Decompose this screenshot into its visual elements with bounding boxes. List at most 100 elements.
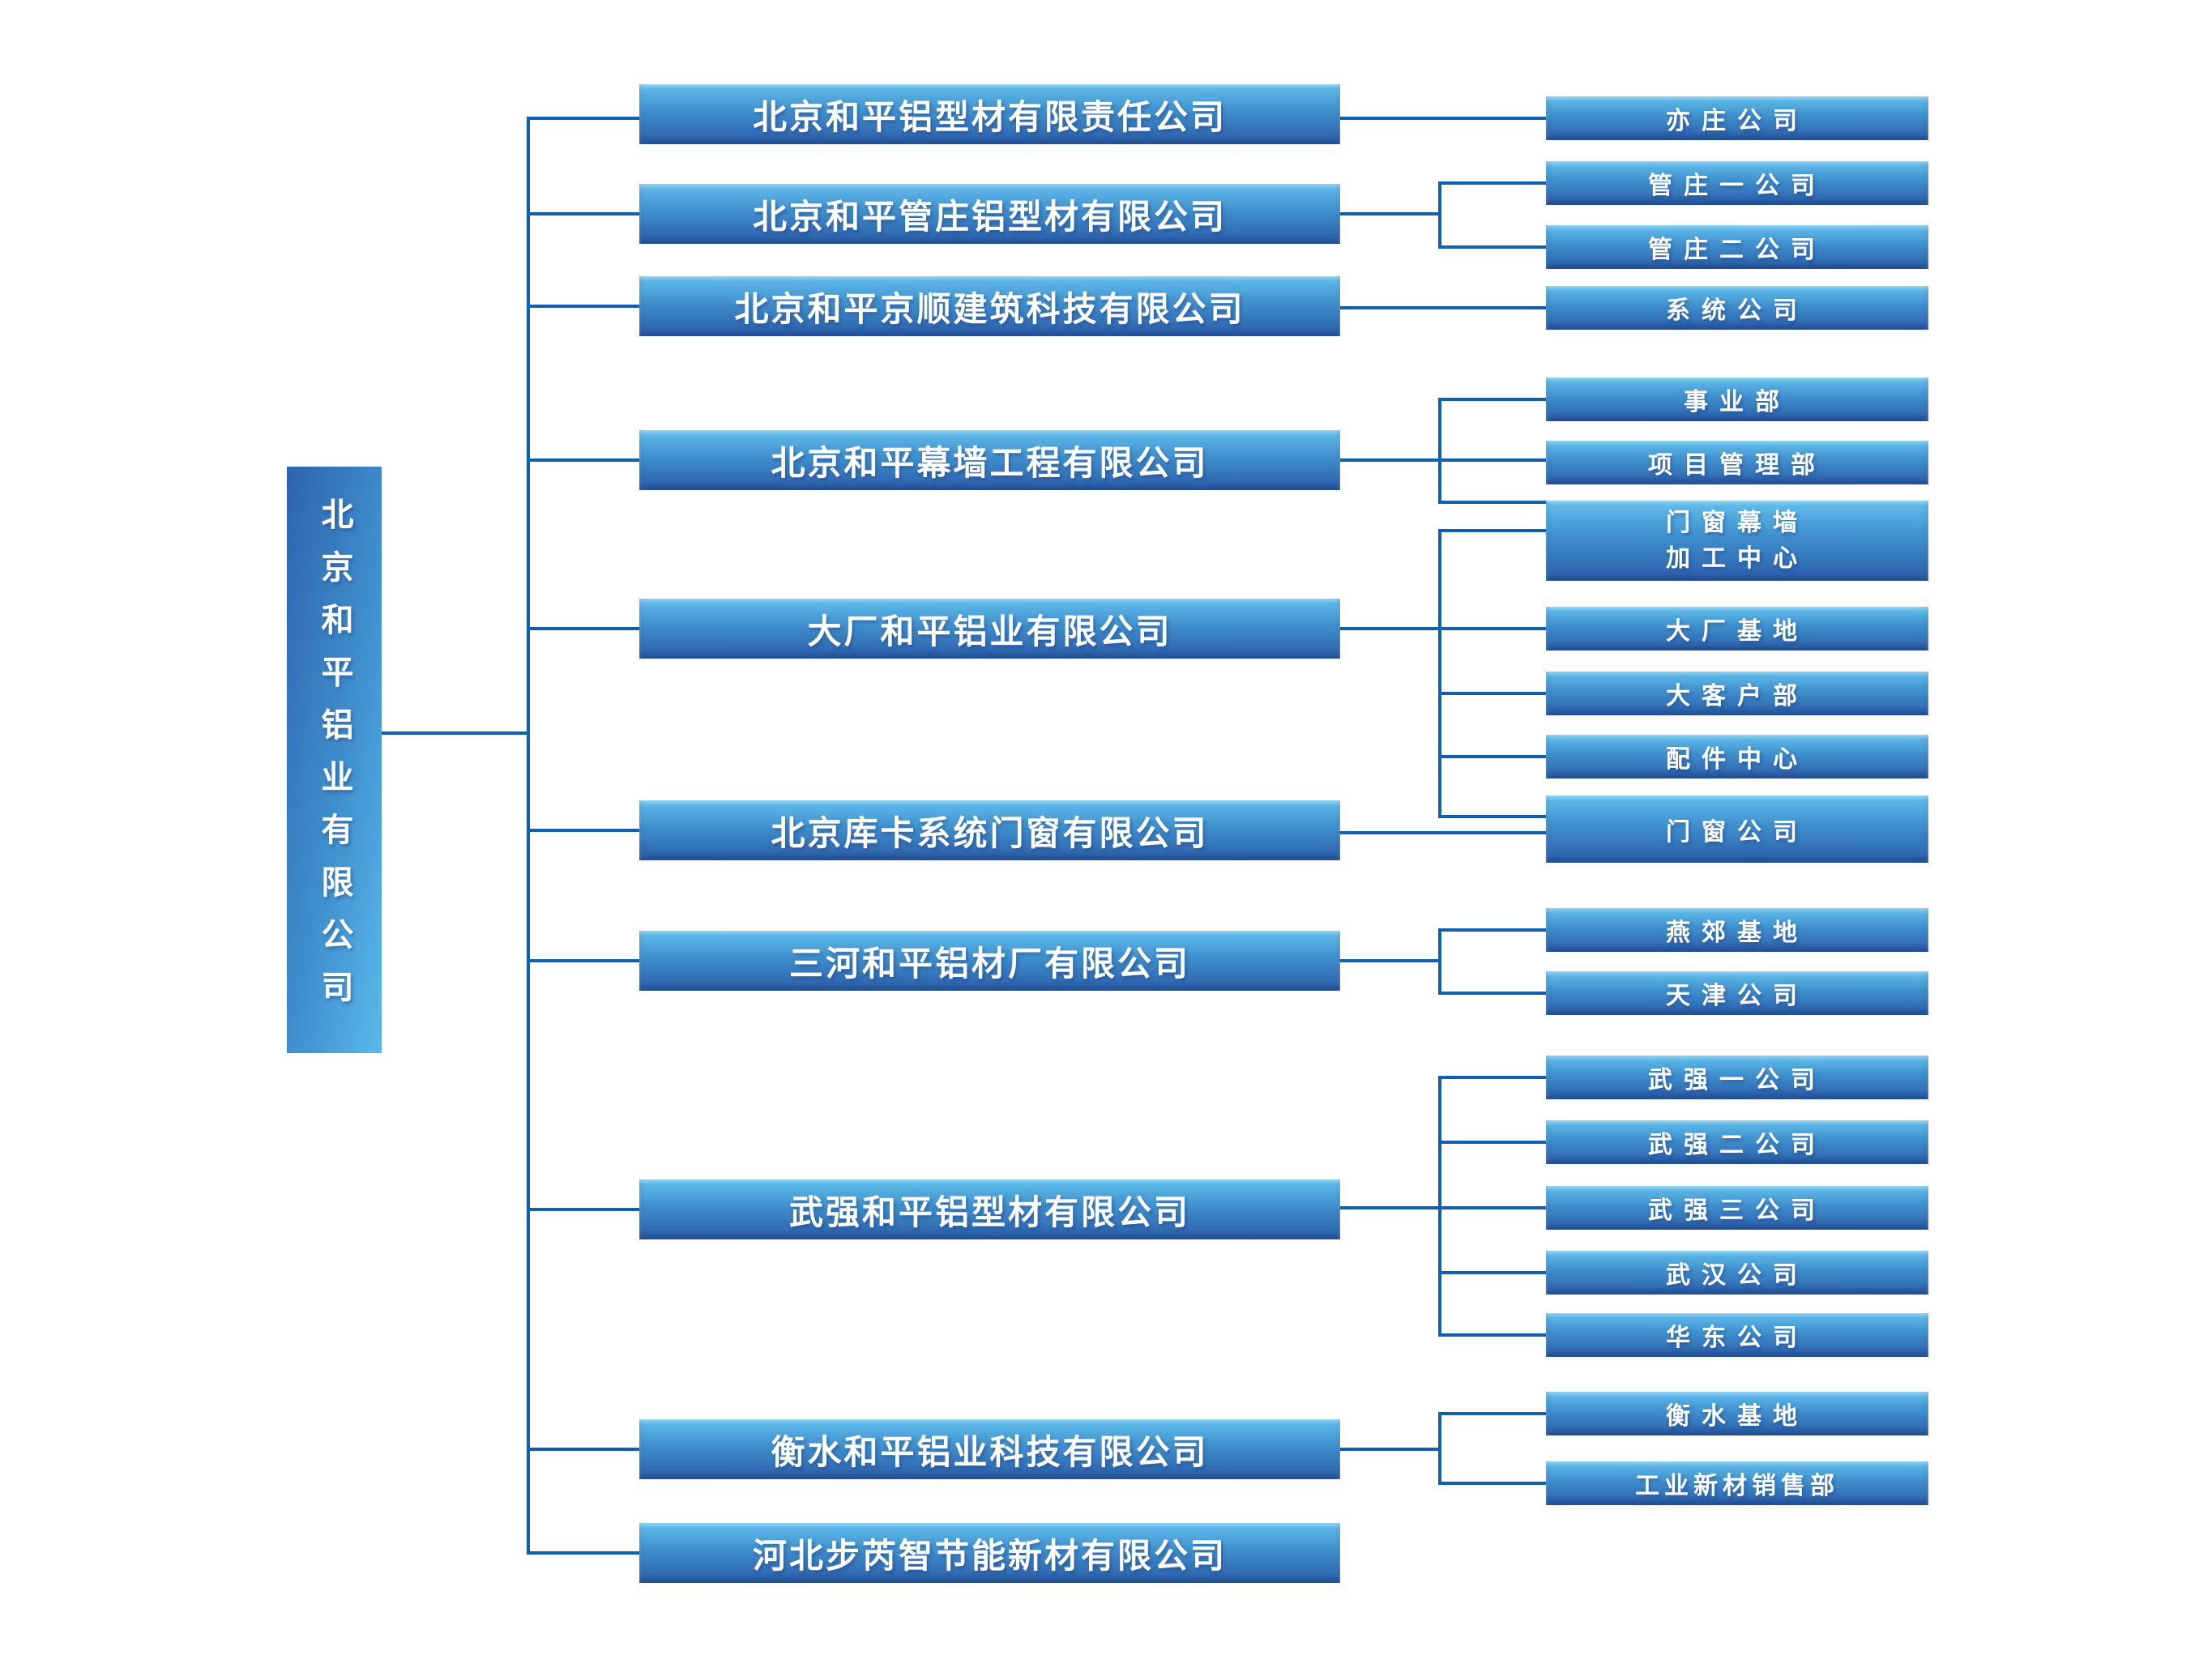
connector-trunk-company-4 [527,459,639,462]
connector-stub-wuqiang1 [1438,1076,1546,1079]
connector-company9-bracket [1438,1412,1441,1485]
dept-node-yizhuang: 亦庄公司 [1546,96,1928,140]
connector-company5-bracket [1438,529,1441,818]
dept-node-yanjiao: 燕郊基地 [1546,908,1928,952]
dept-label-yizhuang: 亦庄公司 [1666,107,1808,135]
company-label-6: 北京库卡系统门窗有限公司 [771,813,1209,853]
company-node-4: 北京和平幕墙工程有限公司 [639,430,1340,490]
company-node-1: 北京和平铝型材有限责任公司 [639,84,1340,144]
connector-stub-wuhan [1438,1271,1546,1274]
connector-stub-shiyebu [1438,398,1546,401]
connector-stub-wuqiang2 [1438,1141,1546,1144]
connector-company2-feeder [1340,212,1441,215]
dept-label-huadong: 华东公司 [1666,1324,1808,1352]
dept-label-menchuang: 门窗公司 [1666,817,1808,847]
connector-stub-yanjiao [1438,928,1546,932]
connector-trunk-company-5 [527,627,639,630]
connector-company4-bracket [1438,398,1441,504]
company-node-3: 北京和平京顺建筑科技有限公司 [639,276,1340,336]
dept-node-wuqiang3: 武强三公司 [1546,1186,1928,1230]
connector-company4-feeder-through [1340,459,1546,462]
connector-company6-menchuang [1340,831,1546,834]
root-company-node: 北京和平铝业有限公司 [287,467,382,1053]
connector-stub-guanzhuang1 [1438,181,1546,185]
dept-label-wuqiang1: 武强一公司 [1648,1066,1826,1094]
dept-node-menchuang: 门窗公司 [1546,796,1928,863]
dept-label-wuhan: 武汉公司 [1666,1261,1808,1290]
company-label-5: 大厂和平铝业有限公司 [807,611,1172,651]
dept-node-wuhan: 武汉公司 [1546,1251,1928,1295]
dept-node-peijian: 配件中心 [1546,735,1928,778]
connector-company2-bracket [1438,181,1441,249]
connector-stub-dakehu [1438,692,1546,695]
dept-label-hengshui: 衡水基地 [1666,1402,1808,1431]
dept-node-huadong: 华东公司 [1546,1313,1928,1357]
dept-label-yanjiao: 燕郊基地 [1666,919,1808,947]
connector-trunk-company-1 [527,117,639,120]
dept-node-guanzhuang1: 管庄一公司 [1546,161,1928,205]
connector-stub-hengshui [1438,1412,1546,1415]
dept-label-peijian: 配件中心 [1666,745,1808,774]
dept-label-xitong: 系统公司 [1666,296,1808,325]
company-label-1: 北京和平铝型材有限责任公司 [752,96,1227,137]
company-label-10: 河北步芮智节能新材有限公司 [752,1535,1227,1576]
dept-node-guanzhuang2: 管庄二公司 [1546,225,1928,269]
dept-label-wuqiang3: 武强三公司 [1648,1196,1826,1225]
dept-label-dakehu: 大客户部 [1666,682,1808,710]
dept-label-guanzhuang1: 管庄一公司 [1648,172,1826,200]
connector-stub-guanzhuang2 [1438,245,1546,249]
dept-node-jiagong: 门窗幕墙 加工中心 [1546,501,1928,581]
connector-stub-tianjin [1438,992,1546,995]
dept-label-shiyebu: 事业部 [1684,388,1791,416]
connector-stub-huadong [1438,1333,1546,1337]
dept-label-jiagong: 门窗幕墙 加工中心 [1666,509,1808,573]
dept-node-dakehu: 大客户部 [1546,672,1928,715]
connector-trunk-company-7 [527,959,639,962]
company-node-8: 武强和平铝型材有限公司 [639,1179,1340,1239]
connector-company5-feeder-through [1340,627,1546,630]
company-node-9: 衡水和平铝业科技有限公司 [639,1419,1340,1479]
connector-trunk-company-8 [527,1208,639,1211]
company-node-7: 三河和平铝材厂有限公司 [639,931,1340,991]
connector-root-to-trunk [382,732,530,735]
connector-trunk-company-2 [527,212,639,215]
connector-trunk-company-9 [527,1448,639,1451]
company-label-7: 三河和平铝材厂有限公司 [788,943,1190,983]
root-company-label: 北京和平铝业有限公司 [315,497,353,1022]
connector-stub-peijian [1438,755,1546,758]
dept-node-gongye: 工业新材销售部 [1546,1461,1928,1505]
dept-label-guanzhuang2: 管庄二公司 [1648,236,1826,264]
company-label-3: 北京和平京顺建筑科技有限公司 [734,288,1245,329]
dept-label-dachangjidi: 大厂基地 [1666,617,1808,646]
company-label-8: 武强和平铝型材有限公司 [788,1192,1190,1232]
company-label-2: 北京和平管庄铝型材有限公司 [752,196,1227,237]
dept-node-wuqiang2: 武强二公司 [1546,1120,1928,1164]
dept-label-xiangmu: 项目管理部 [1648,451,1826,480]
dept-node-wuqiang1: 武强一公司 [1546,1056,1928,1099]
connector-company3-xitong [1340,306,1546,309]
connector-company1-yizhuang [1340,117,1546,120]
connector-company8-feeder-through [1340,1206,1546,1209]
dept-node-tianjin: 天津公司 [1546,971,1928,1015]
company-node-6: 北京库卡系统门窗有限公司 [639,800,1340,860]
dept-label-tianjin: 天津公司 [1666,982,1808,1010]
connector-stub-gongye [1438,1482,1546,1485]
connector-trunk-company-10 [527,1551,639,1555]
dept-node-xiangmu: 项目管理部 [1546,441,1928,484]
connector-stub-jiagong-lower [1438,529,1546,532]
connector-stub-menchuang-upper [1438,815,1546,818]
connector-trunk-company-3 [527,305,639,308]
dept-node-xitong: 系统公司 [1546,286,1928,330]
connector-company8-bracket [1438,1076,1441,1337]
dept-label-wuqiang2: 武强二公司 [1648,1131,1826,1159]
company-node-2: 北京和平管庄铝型材有限公司 [639,184,1340,244]
connector-trunk-company-6 [527,829,639,832]
connector-company9-feeder [1340,1448,1441,1451]
connector-company7-bracket [1438,928,1441,995]
company-node-5: 大厂和平铝业有限公司 [639,599,1340,659]
dept-node-shiyebu: 事业部 [1546,377,1928,421]
connector-company7-feeder [1340,959,1441,962]
dept-node-hengshui: 衡水基地 [1546,1392,1928,1435]
company-label-4: 北京和平幕墙工程有限公司 [771,442,1209,483]
